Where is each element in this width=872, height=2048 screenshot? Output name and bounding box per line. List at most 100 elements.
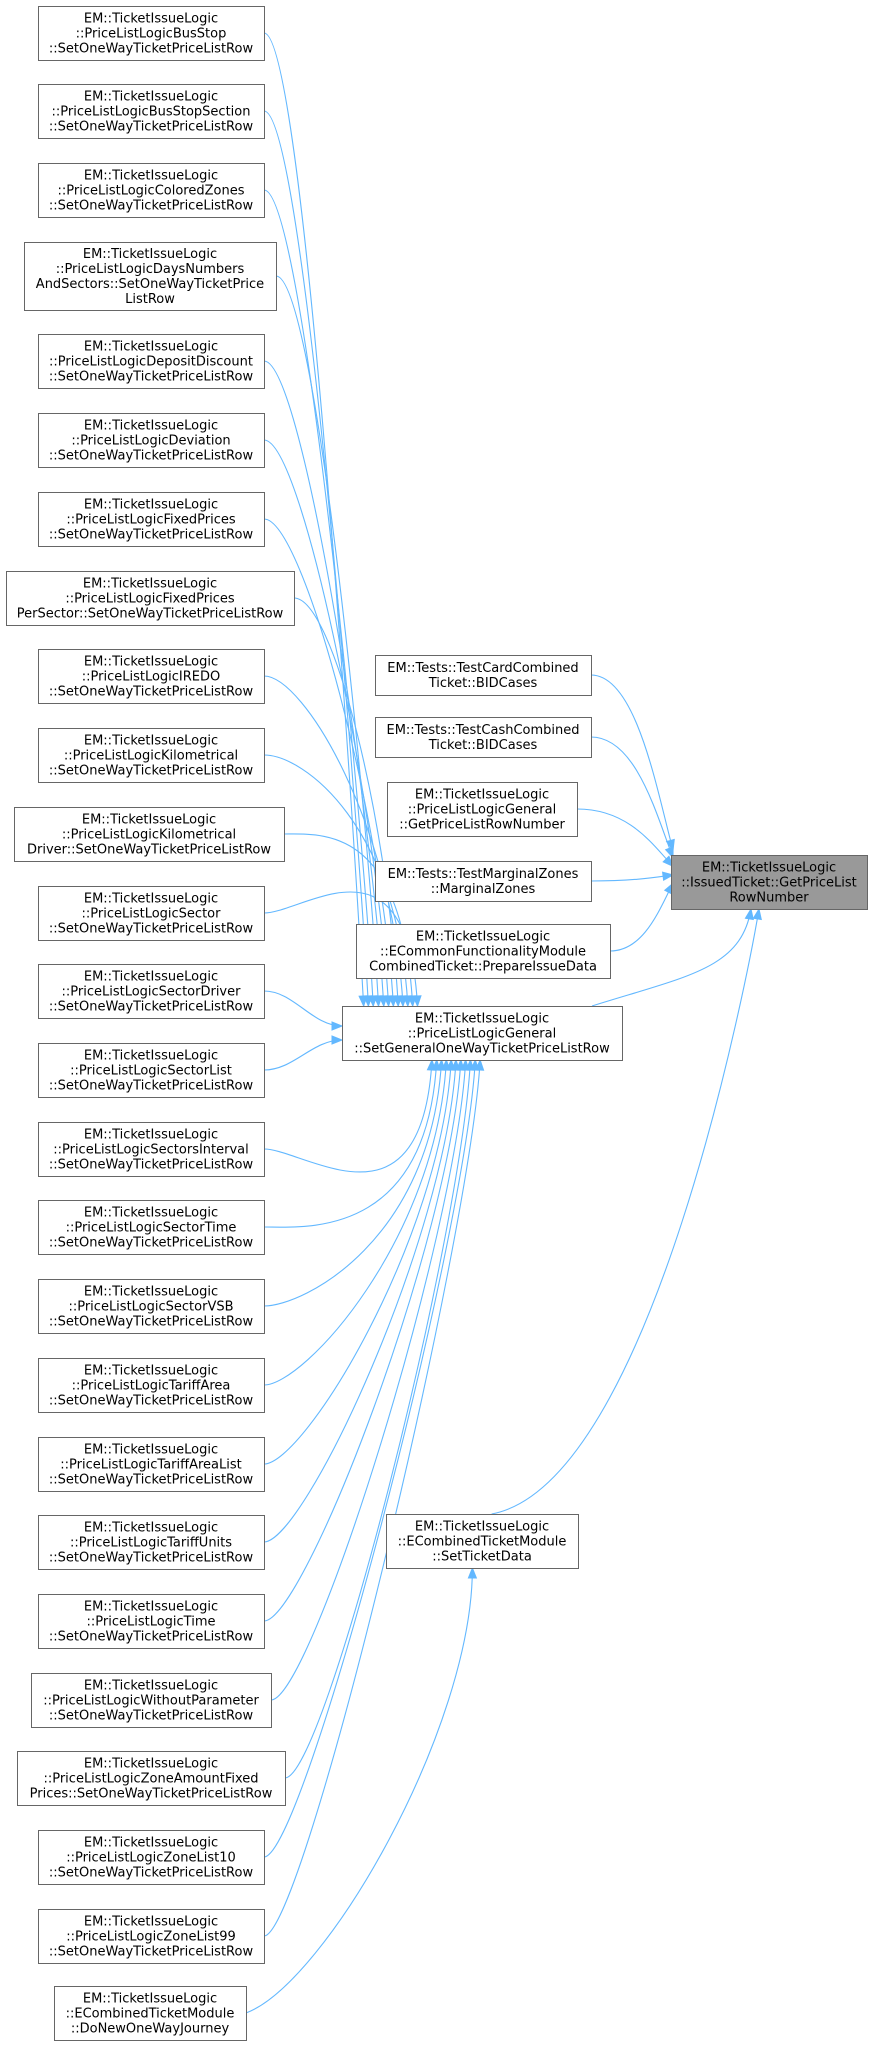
node-label-line: EM::TicketIssueLogic (84, 1836, 218, 1851)
edge-test_card-to-root (590, 674, 675, 852)
node-sectorlist[interactable]: EM::TicketIssueLogic::PriceListLogicSect… (38, 1043, 265, 1098)
node-label-line: ::SetOneWayTicketPriceListRow (49, 685, 254, 700)
node-label-line: ListRow (125, 292, 175, 307)
node-kilometricaldriver[interactable]: EM::TicketIssueLogic::PriceListLogicKilo… (14, 807, 285, 862)
node-combined_setticket[interactable]: EM::TicketIssueLogic::ECombinedTicketMod… (386, 1514, 579, 1569)
node-label-line: ::SetOneWayTicketPriceListRow (49, 199, 254, 214)
node-label-line: EM::TicketIssueLogic (84, 419, 218, 434)
node-deviation[interactable]: EM::TicketIssueLogic::PriceListLogicDevi… (38, 413, 265, 468)
node-depositdiscount[interactable]: EM::TicketIssueLogic::PriceListLogicDepo… (38, 334, 265, 389)
node-fixedprices[interactable]: EM::TicketIssueLogic::PriceListLogicFixe… (38, 492, 265, 547)
node-busstopsection[interactable]: EM::TicketIssueLogic::PriceListLogicBusS… (38, 84, 265, 139)
node-label-line: ::PriceListLogicFixedPrices (65, 592, 235, 607)
edge-combined_donew-to-combined_setticket (245, 1566, 478, 2014)
node-withoutparameter[interactable]: EM::TicketIssueLogic::PriceListLogicWith… (31, 1673, 272, 1728)
edge-line (263, 439, 390, 1007)
node-box (38, 1043, 265, 1098)
edge-line (275, 275, 380, 1007)
node-zonelist99[interactable]: EM::TicketIssueLogic::PriceListLogicZone… (38, 1909, 265, 1964)
node-label-line: ::SetOneWayTicketPriceListRow (49, 449, 254, 464)
edge-tariffarealist-to-general_setrow (263, 1058, 456, 1465)
edge-line (263, 189, 374, 1007)
edge-line (263, 360, 385, 1007)
node-label-line: Ticket::BIDCases (428, 676, 538, 691)
edge-line (263, 1059, 433, 1173)
edge-line (491, 908, 760, 1515)
edge-arrowhead (412, 995, 422, 1008)
edge-line (284, 1059, 472, 1779)
node-sectorvsb[interactable]: EM::TicketIssueLogic::PriceListLogicSect… (38, 1279, 265, 1334)
edge-zonelist10-to-general_setrow (263, 1058, 480, 1858)
node-kilometrical[interactable]: EM::TicketIssueLogic::PriceListLogicKilo… (38, 728, 265, 783)
node-label-line: ::SetOneWayTicketPriceListRow (49, 922, 254, 937)
node-label-line: EM::TicketIssueLogic (84, 1443, 218, 1458)
node-zonelist10[interactable]: EM::TicketIssueLogic::PriceListLogicZone… (38, 1830, 265, 1885)
node-box (54, 1986, 247, 2041)
node-coloredzones[interactable]: EM::TicketIssueLogic::PriceListLogicColo… (38, 163, 265, 218)
node-box (38, 964, 265, 1019)
node-sector[interactable]: EM::TicketIssueLogic::PriceListLogicSect… (38, 886, 265, 941)
node-busstop[interactable]: EM::TicketIssueLogic::PriceListLogicBusS… (38, 6, 265, 61)
node-label-line: ::PriceListLogicTime (87, 1615, 216, 1630)
node-label-line: ::SetOneWayTicketPriceListRow (49, 1709, 254, 1724)
edge-common_prepare-to-root (609, 882, 674, 952)
node-label-line: EM::TicketIssueLogic (84, 1049, 218, 1064)
nodes-layer: EM::TicketIssueLogic::IssuedTicket::GetP… (6, 6, 868, 2041)
edge-line (590, 736, 674, 858)
node-box (24, 242, 277, 311)
edge-sectorsinterval-to-general_setrow (263, 1058, 437, 1173)
node-label-line: EM::TicketIssueLogic (84, 169, 218, 184)
edge-arrowhead (664, 846, 674, 859)
edge-arrowhead (474, 1058, 485, 1071)
node-label-line: ::GetPriceListRowNumber (399, 818, 565, 833)
node-label-line: EM::TicketIssueLogic (84, 498, 218, 513)
edge-sectorlist-to-general_setrow (263, 1035, 344, 1071)
node-label-line: EM::TicketIssueLogic (84, 1521, 218, 1536)
node-label-line: ::SetTicketData (432, 1550, 532, 1565)
edge-line (263, 1059, 443, 1307)
node-daysnumbers[interactable]: EM::TicketIssueLogic::PriceListLogicDays… (24, 242, 277, 311)
node-box (386, 1514, 579, 1569)
node-label-line: ::SetOneWayTicketPriceListRow (49, 42, 254, 57)
node-label-line: EM::TicketIssueLogic (83, 247, 217, 262)
node-tariffarea[interactable]: EM::TicketIssueLogic::PriceListLogicTari… (38, 1358, 265, 1413)
node-label-line: EM::Tests::TestMarginalZones (388, 867, 579, 882)
node-sectortime[interactable]: EM::TicketIssueLogic::PriceListLogicSect… (38, 1200, 265, 1255)
node-tariffunits[interactable]: EM::TicketIssueLogic::PriceListLogicTari… (38, 1515, 265, 1570)
node-test_marginal[interactable]: EM::Tests::TestMarginalZones::MarginalZo… (375, 861, 592, 902)
node-test_card[interactable]: EM::Tests::TestCardCombinedTicket::BIDCa… (375, 655, 592, 696)
node-iredo[interactable]: EM::TicketIssueLogic::PriceListLogicIRED… (38, 649, 265, 704)
node-common_prepare[interactable]: EM::TicketIssueLogic::ECommonFunctionali… (356, 924, 611, 979)
node-label-line: Ticket::BIDCases (428, 738, 538, 753)
node-time[interactable]: EM::TicketIssueLogic::PriceListLogicTime… (38, 1594, 265, 1649)
node-label-line: EM::TicketIssueLogic (702, 861, 836, 876)
node-label-line: ::PriceListLogicSector (82, 907, 222, 922)
node-general_getrow[interactable]: EM::TicketIssueLogic::PriceListLogicGene… (387, 782, 578, 837)
node-label-line: ::PriceListLogicSectorVSB (68, 1300, 233, 1315)
node-sectordriver[interactable]: EM::TicketIssueLogic::PriceListLogicSect… (38, 964, 265, 1019)
node-test_cash[interactable]: EM::Tests::TestCashCombinedTicket::BIDCa… (375, 717, 592, 758)
node-tariffarealist[interactable]: EM::TicketIssueLogic::PriceListLogicTari… (38, 1437, 265, 1492)
node-label-line: ::SetOneWayTicketPriceListRow (49, 1394, 254, 1409)
edge-line (263, 1059, 457, 1543)
node-label-line: ::SetOneWayTicketPriceListRow (49, 370, 254, 385)
node-fixedpricespersector[interactable]: EM::TicketIssueLogic::PriceListLogicFixe… (6, 571, 295, 626)
edge-arrowhead (662, 855, 674, 868)
node-label-line: EM::TicketIssueLogic (84, 1600, 218, 1615)
node-combined_donew[interactable]: EM::TicketIssueLogic::ECombinedTicketMod… (54, 1986, 247, 2041)
node-box (38, 492, 265, 547)
edge-arrowhead (661, 871, 675, 881)
node-sectorsinterval[interactable]: EM::TicketIssueLogic::PriceListLogicSect… (38, 1122, 265, 1177)
node-root[interactable]: EM::TicketIssueLogic::IssuedTicket::GetP… (671, 855, 868, 910)
edge-sectordriver-to-general_setrow (263, 990, 344, 1031)
node-label-line: Driver::SetOneWayTicketPriceListRow (27, 843, 271, 858)
node-label-line: ::PriceListLogicTariffAreaList (60, 1458, 242, 1473)
edge-line (263, 990, 343, 1027)
node-zoneamountfixed[interactable]: EM::TicketIssueLogic::PriceListLogicZone… (17, 1751, 286, 1806)
node-label-line: ::PriceListLogicDeviation (71, 434, 230, 449)
node-box (38, 886, 265, 941)
edge-line (263, 1059, 452, 1465)
edge-line (263, 110, 369, 1007)
node-general_setrow[interactable]: EM::TicketIssueLogic::PriceListLogicGene… (342, 1006, 623, 1061)
node-label-line: ::PriceListLogicTariffUnits (70, 1536, 232, 1551)
